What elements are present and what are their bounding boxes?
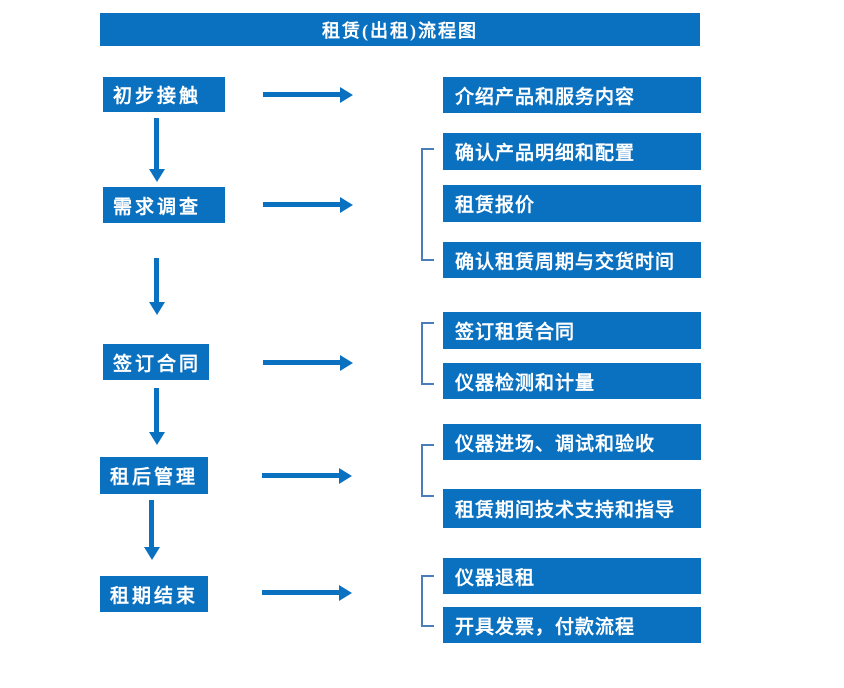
arrow-right-icon [262,468,352,484]
arrow-right-icon [263,197,353,213]
arrow-right-icon [263,355,353,371]
arrow-head [144,547,160,560]
arrow-down-icon [149,388,165,445]
arrow-right-icon [263,87,353,103]
arrow-head [340,355,353,371]
arrow-head [149,302,165,315]
group-bracket [421,575,434,627]
page-title: 租赁(出租)流程图 [322,20,478,41]
step-box-initial-contact: 初步接触 [103,77,225,112]
arrow-head [149,432,165,445]
detail-box-rental-quotation: 租赁报价 [443,185,701,222]
detail-box-instrument-setup-acceptance: 仪器进场、调试和验收 [443,424,701,460]
detail-box-instrument-return: 仪器退租 [443,558,701,594]
step-box-sign-contract: 签订合同 [103,344,209,380]
arrow-stem [149,500,154,550]
arrow-stem [262,473,342,478]
arrow-head [340,197,353,213]
arrow-stem [262,590,342,595]
detail-box-technical-support: 租赁期间技术支持和指导 [443,489,701,528]
arrow-head [149,169,165,182]
arrow-down-icon [149,258,165,315]
arrow-head [339,468,352,484]
detail-box-invoice-payment: 开具发票，付款流程 [443,607,701,643]
arrow-stem [154,388,159,435]
group-bracket [421,148,434,261]
detail-box-introduce-products: 介绍产品和服务内容 [443,77,701,113]
detail-box-confirm-period-delivery: 确认租赁周期与交货时间 [443,242,701,278]
detail-box-sign-rental-contract: 签订租赁合同 [443,312,701,349]
step-box-post-rental-management: 租后管理 [100,457,208,494]
arrow-head [340,87,353,103]
arrow-stem [154,258,159,305]
group-bracket [421,444,434,497]
detail-box-instrument-inspection: 仪器检测和计量 [443,363,701,399]
detail-box-confirm-product-details: 确认产品明细和配置 [443,133,701,170]
step-box-rental-end: 租期结束 [100,576,208,612]
arrow-stem [263,202,343,207]
arrow-stem [154,118,159,172]
arrow-head [339,585,352,601]
arrow-right-icon [262,585,352,601]
arrow-down-icon [149,118,165,182]
arrow-stem [263,360,343,365]
title-bar: 租赁(出租)流程图 [100,13,700,46]
arrow-stem [263,92,343,97]
arrow-down-icon [144,500,160,560]
group-bracket [421,322,434,385]
step-box-demand-survey: 需求调查 [103,187,225,223]
